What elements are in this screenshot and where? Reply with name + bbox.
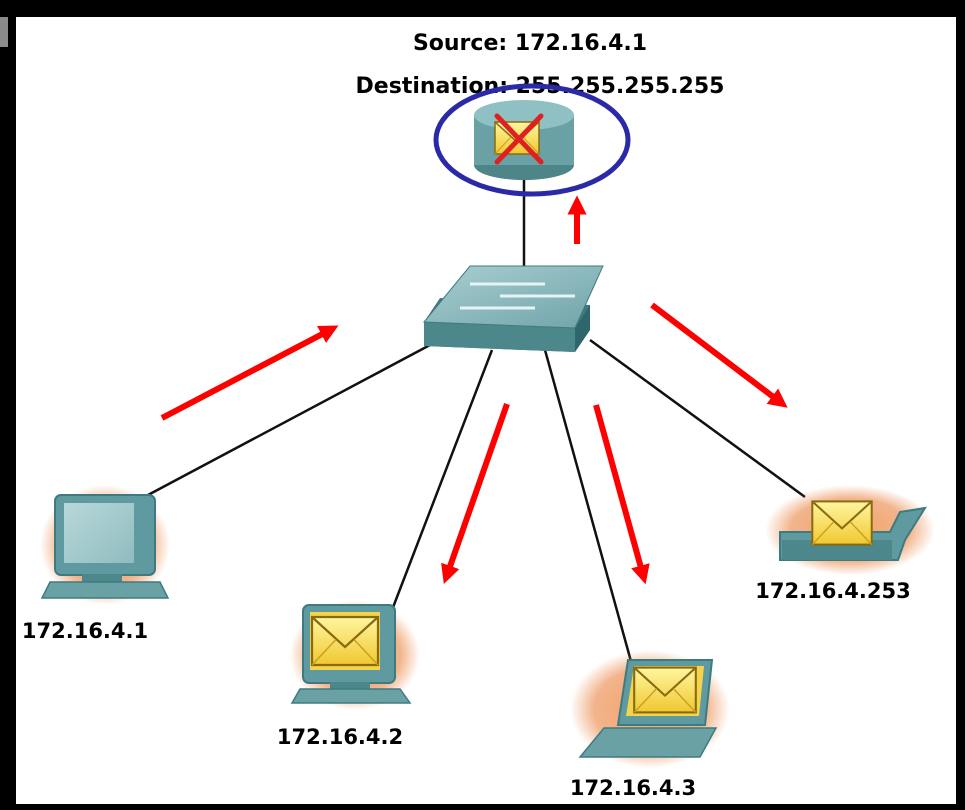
- host-laptop-3[interactable]: [570, 650, 730, 768]
- source-label: Source: 172.16.4.1: [413, 31, 647, 56]
- link-switch-pc1: [147, 343, 431, 497]
- host-label-printer: 172.16.4.253: [755, 579, 910, 603]
- switch-arrows-icon: [460, 282, 575, 310]
- drop-x-icon: [494, 113, 544, 165]
- host-pc-2[interactable]: [290, 600, 420, 710]
- network-links: [147, 178, 806, 666]
- router[interactable]: [474, 100, 574, 180]
- host-label-3: 172.16.4.3: [570, 776, 696, 800]
- host-printer[interactable]: [765, 485, 935, 575]
- host-label-2: 172.16.4.2: [277, 725, 403, 749]
- printer-envelope-icon: [811, 500, 873, 546]
- host-pc-1[interactable]: [40, 485, 170, 605]
- arrow-switch-to-pc3: [593, 404, 650, 585]
- link-switch-printer: [589, 338, 806, 499]
- arrow-pc1-to-switch: [160, 325, 339, 421]
- link-switch-pc3: [543, 349, 634, 666]
- host-label-1: 172.16.4.1: [22, 619, 148, 643]
- frame-tab: [0, 17, 8, 47]
- arrow-switch-to-printer: [650, 302, 788, 408]
- switch[interactable]: [422, 265, 604, 352]
- arrow-switch-to-pc2: [441, 403, 510, 585]
- traffic-arrows: [160, 195, 788, 585]
- link-switch-pc2: [390, 349, 494, 611]
- host-3-envelope-icon: [633, 666, 697, 714]
- highlight-circle: [433, 83, 631, 197]
- host-2-envelope-icon: [310, 615, 380, 667]
